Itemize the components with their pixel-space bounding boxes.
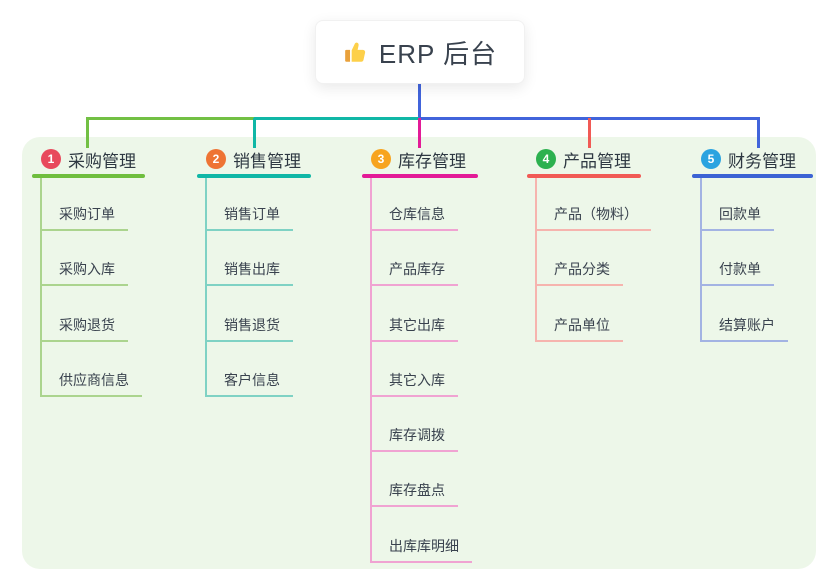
branch-label-inventory: 库存管理 xyxy=(398,151,466,171)
child-node[interactable]: 库存盘点 xyxy=(372,480,458,508)
branches-panel xyxy=(22,137,816,569)
branch-node-purchase[interactable]: 1 采购管理 xyxy=(41,147,136,171)
branch-node-inventory[interactable]: 3 库存管理 xyxy=(371,147,466,171)
thumbs-up-icon xyxy=(343,39,369,65)
connector-horizontal-green xyxy=(86,117,256,120)
connector-root-vertical xyxy=(418,84,421,120)
branch-underline-purchase xyxy=(32,174,145,178)
child-node[interactable]: 采购退货 xyxy=(42,315,128,342)
child-node[interactable]: 产品分类 xyxy=(537,259,623,287)
child-node[interactable]: 付款单 xyxy=(702,259,774,287)
branch-label-product: 产品管理 xyxy=(563,151,631,171)
child-node[interactable]: 库存调拨 xyxy=(372,425,458,453)
connector-drop-finance xyxy=(757,118,760,148)
root-node[interactable]: ERP 后台 xyxy=(315,20,525,84)
connector-drop-purchase xyxy=(86,118,89,148)
branch-badge-5: 5 xyxy=(701,149,721,169)
connector-drop-sales xyxy=(253,118,256,148)
branch-badge-1: 1 xyxy=(41,149,61,169)
branch-badge-3: 3 xyxy=(371,149,391,169)
child-node[interactable]: 结算账户 xyxy=(702,315,788,342)
child-node[interactable]: 产品（物料） xyxy=(537,204,651,231)
connector-drop-product xyxy=(588,118,591,148)
connector-horizontal-teal xyxy=(254,117,421,120)
branch-children-sales: 销售订单 销售出库 销售退货 客户信息 xyxy=(205,178,293,397)
branch-label-purchase: 采购管理 xyxy=(68,151,136,171)
child-node[interactable]: 回款单 xyxy=(702,204,774,231)
branch-badge-2: 2 xyxy=(206,149,226,169)
branch-label-sales: 销售管理 xyxy=(233,151,301,171)
child-node[interactable]: 其它出库 xyxy=(372,315,458,342)
branch-label-finance: 财务管理 xyxy=(728,151,796,171)
branch-children-purchase: 采购订单 采购入库 采购退货 供应商信息 xyxy=(40,178,142,397)
branch-children-product: 产品（物料） 产品分类 产品单位 xyxy=(535,178,651,342)
branch-underline-inventory xyxy=(362,174,478,178)
child-node[interactable]: 供应商信息 xyxy=(42,370,142,397)
branch-node-sales[interactable]: 2 销售管理 xyxy=(206,147,301,171)
branch-underline-product xyxy=(527,174,641,178)
child-node[interactable]: 采购订单 xyxy=(42,204,128,231)
root-node-label: ERP 后台 xyxy=(378,38,498,69)
child-node[interactable]: 产品单位 xyxy=(537,315,623,342)
child-node[interactable]: 销售退货 xyxy=(207,315,293,342)
branch-children-inventory: 仓库信息 产品库存 其它出库 其它入库 库存调拨 库存盘点 出库库明细 xyxy=(370,178,472,563)
child-node[interactable]: 采购入库 xyxy=(42,259,128,287)
child-node[interactable]: 仓库信息 xyxy=(372,204,458,231)
branch-underline-sales xyxy=(197,174,311,178)
child-node[interactable]: 销售订单 xyxy=(207,204,293,231)
child-node[interactable]: 销售出库 xyxy=(207,259,293,287)
branch-children-finance: 回款单 付款单 结算账户 xyxy=(700,178,788,342)
branch-node-product[interactable]: 4 产品管理 xyxy=(536,147,631,171)
child-node[interactable]: 客户信息 xyxy=(207,370,293,397)
branch-underline-finance xyxy=(692,174,813,178)
child-node[interactable]: 产品库存 xyxy=(372,259,458,287)
branch-badge-4: 4 xyxy=(536,149,556,169)
child-node[interactable]: 其它入库 xyxy=(372,370,458,397)
branch-node-finance[interactable]: 5 财务管理 xyxy=(701,147,796,171)
child-node[interactable]: 出库库明细 xyxy=(372,536,472,563)
connector-drop-inventory xyxy=(418,118,421,148)
